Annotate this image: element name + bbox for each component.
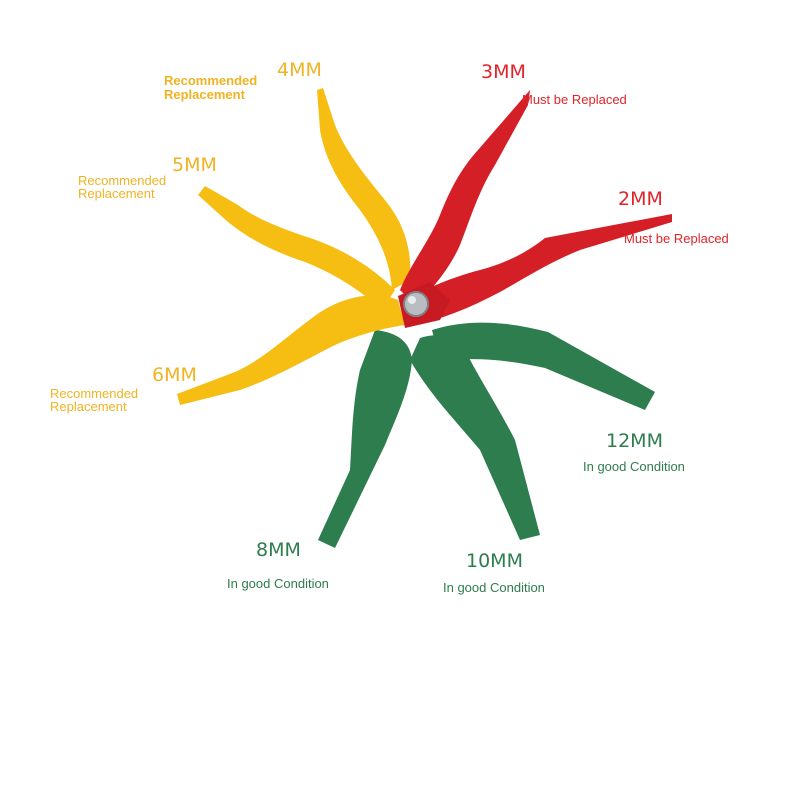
gauge-blade-5mm: [198, 186, 395, 310]
label-4mm-status: Recommended Replacement: [164, 73, 258, 102]
label-3mm-status: Must be Replaced: [522, 92, 627, 107]
label-4mm-size: 4MM: [277, 59, 322, 81]
label-12mm-size: 12MM: [606, 430, 663, 452]
label-10mm-status: In good Condition: [443, 580, 545, 595]
label-3mm-size: 3MM: [481, 61, 526, 83]
gauge-blade-8mm: [318, 330, 412, 548]
pivot-bolt-highlight: [408, 296, 416, 304]
label-6mm-status: Recommended Replacement: [50, 386, 139, 414]
label-6mm-size: 6MM: [152, 364, 197, 386]
label-2mm-status: Must be Replaced: [624, 231, 729, 246]
gauge-blade-2mm: [400, 214, 672, 326]
label-5mm-status: Recommended Replacement: [78, 173, 167, 201]
gauge-blade-12mm: [432, 322, 655, 410]
label-2mm-size: 2MM: [618, 188, 663, 210]
gauge-blade-4mm: [317, 88, 411, 290]
label-8mm-status: In good Condition: [227, 576, 329, 591]
pivot-bolt: [403, 291, 429, 317]
label-12mm-status: In good Condition: [583, 459, 685, 474]
gauge-blade-group-green: [318, 322, 655, 548]
gauge-blade-10mm: [410, 335, 540, 540]
gauge-blade-6mm: [177, 295, 405, 405]
gauge-blade-group-yellow: [177, 88, 411, 405]
gauge-blade-3mm: [400, 90, 530, 305]
label-10mm-size: 10MM: [466, 550, 523, 572]
label-8mm-size: 8MM: [256, 539, 301, 561]
label-5mm-size: 5MM: [172, 154, 217, 176]
